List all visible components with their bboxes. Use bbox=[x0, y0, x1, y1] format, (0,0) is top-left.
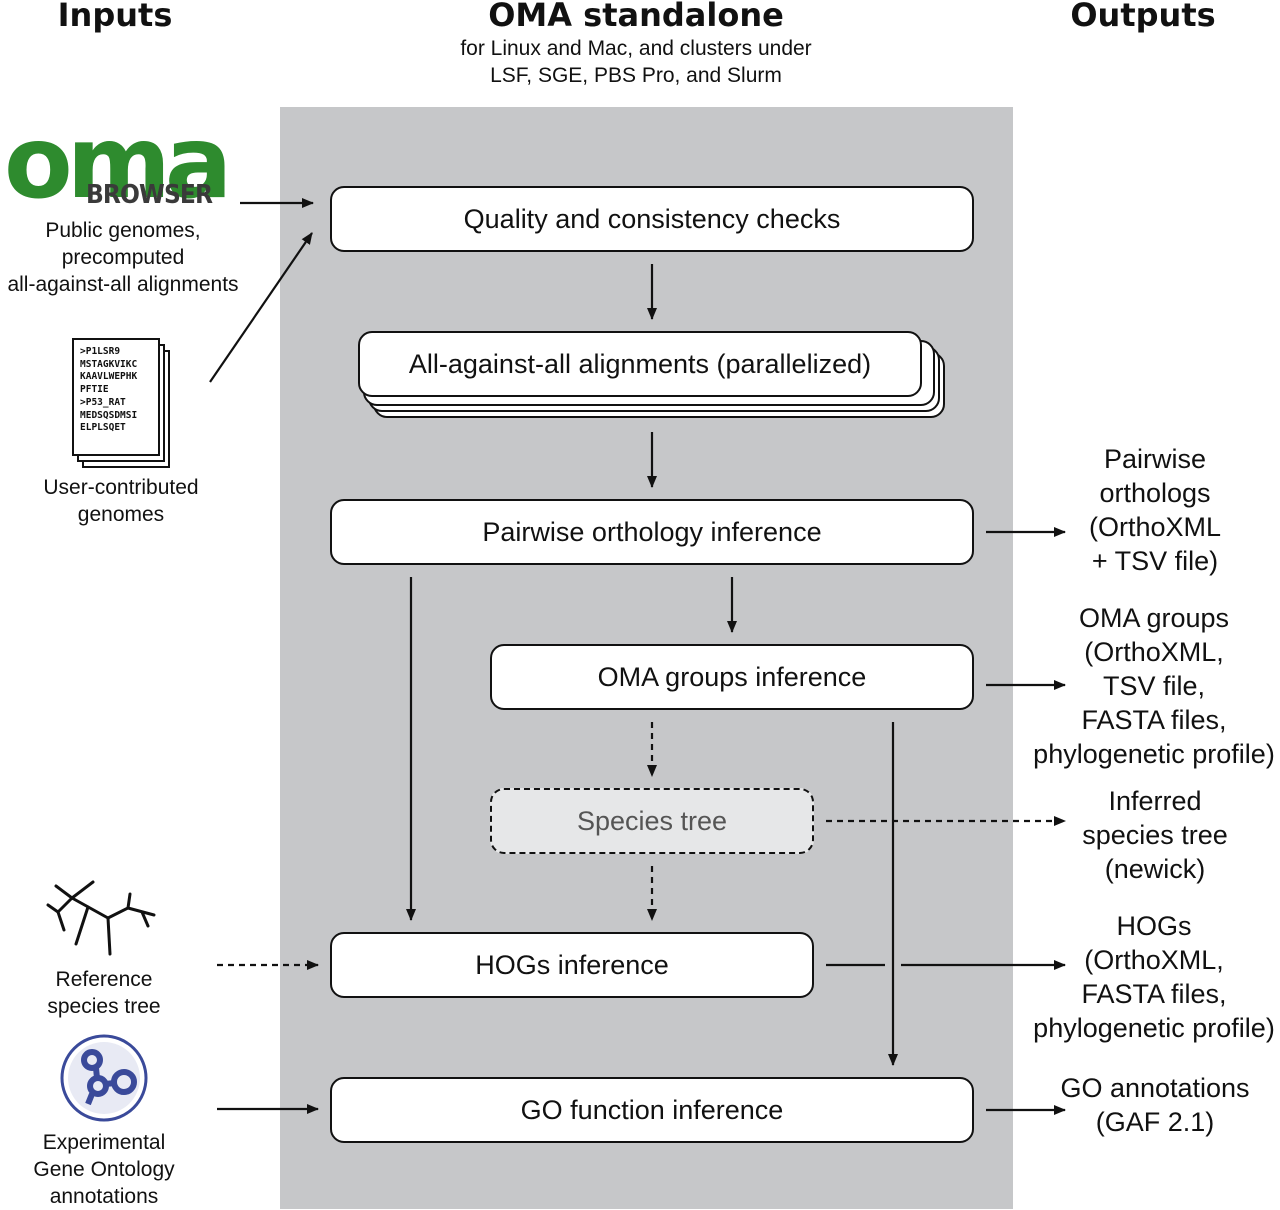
oma-browser-label-line-2: precomputed bbox=[61, 246, 185, 269]
oma-groups-output-line-4: FASTA files, bbox=[1081, 705, 1227, 735]
oma-groups-step: OMA groups inference bbox=[490, 644, 974, 710]
go-function-step: GO function inference bbox=[330, 1077, 974, 1143]
gene-ontology-logo bbox=[60, 1034, 148, 1122]
species-tree-icon bbox=[46, 880, 156, 956]
species-tree-output-line-1: Inferred bbox=[1108, 786, 1202, 816]
all-against-all-step: All-against-all alignments (parallelized… bbox=[358, 331, 922, 397]
reference-tree-label-line-1: Reference bbox=[55, 968, 153, 991]
go-annotations-label-line-3: annotations bbox=[49, 1185, 159, 1208]
reference-tree-label-line-2: species tree bbox=[47, 995, 161, 1018]
oma-groups-output-line-5: phylogenetic profile) bbox=[1033, 739, 1275, 769]
hogs-output-line-2: (OrthoXML, bbox=[1084, 945, 1224, 975]
fasta-document-icon: >P1LSR9 MSTAGKVIKC KAAVLWEPHK PFTIE >P53… bbox=[72, 338, 160, 456]
species-tree-output-line-2: species tree bbox=[1082, 820, 1228, 850]
go-annotations-label-line-2: Gene Ontology bbox=[33, 1158, 175, 1181]
user-genomes-label-line-1: User-contributed bbox=[43, 476, 199, 499]
oma-browser-label-line-3: all-against-all alignments bbox=[7, 273, 239, 296]
go-output-line-2: (GAF 2.1) bbox=[1095, 1107, 1215, 1137]
arrow-user-genomes-to-quality bbox=[209, 232, 313, 383]
fasta-sequence-text: >P1LSR9 MSTAGKVIKC KAAVLWEPHK PFTIE >P53… bbox=[80, 346, 138, 434]
inputs-header: Inputs bbox=[57, 0, 173, 34]
hogs-inference-step: HOGs inference bbox=[330, 932, 814, 998]
hogs-output-line-4: phylogenetic profile) bbox=[1033, 1013, 1275, 1043]
pairwise-orthology-step: Pairwise orthology inference bbox=[330, 499, 974, 565]
user-genomes-label-line-2: genomes bbox=[77, 503, 165, 526]
species-tree-output: Inferred species tree (newick) bbox=[1040, 784, 1270, 886]
go-annotations-label-line-1: Experimental bbox=[42, 1131, 166, 1154]
oma-groups-output-line-1: OMA groups bbox=[1078, 603, 1230, 633]
pairwise-output-line-2: orthologs bbox=[1099, 478, 1211, 508]
species-tree-step: Species tree bbox=[490, 788, 814, 854]
hogs-output: HOGs (OrthoXML, FASTA files, phylogeneti… bbox=[1028, 909, 1280, 1045]
pairwise-output-line-4: + TSV file) bbox=[1091, 546, 1219, 576]
go-output-line-1: GO annotations bbox=[1060, 1073, 1250, 1103]
oma-groups-output-line-3: TSV file, bbox=[1102, 671, 1206, 701]
oma-browser-label-line-1: Public genomes, bbox=[45, 219, 201, 242]
pairwise-output: Pairwise orthologs (OrthoXML + TSV file) bbox=[1040, 442, 1270, 578]
go-output: GO annotations (GAF 2.1) bbox=[1040, 1071, 1270, 1139]
hogs-output-line-1: HOGs bbox=[1116, 911, 1192, 941]
hogs-output-line-3: FASTA files, bbox=[1081, 979, 1227, 1009]
oma-groups-output: OMA groups (OrthoXML, TSV file, FASTA fi… bbox=[1028, 601, 1280, 771]
standalone-subtitle-line-2: LSF, SGE, PBS Pro, and Slurm bbox=[490, 64, 782, 87]
oma-browser-logo-subtext: BROWSER bbox=[86, 180, 213, 210]
pairwise-output-line-1: Pairwise bbox=[1103, 444, 1207, 474]
oma-browser-logo: oma bbox=[4, 104, 232, 221]
quality-checks-step: Quality and consistency checks bbox=[330, 186, 974, 252]
oma-groups-output-line-2: (OrthoXML, bbox=[1084, 637, 1224, 667]
standalone-subtitle-line-1: for Linux and Mac, and clusters under bbox=[460, 37, 812, 60]
species-tree-output-line-3: (newick) bbox=[1104, 854, 1206, 884]
standalone-header: OMA standalone bbox=[488, 0, 784, 34]
outputs-header: Outputs bbox=[1070, 0, 1216, 34]
pairwise-output-line-3: (OrthoXML bbox=[1088, 512, 1222, 542]
